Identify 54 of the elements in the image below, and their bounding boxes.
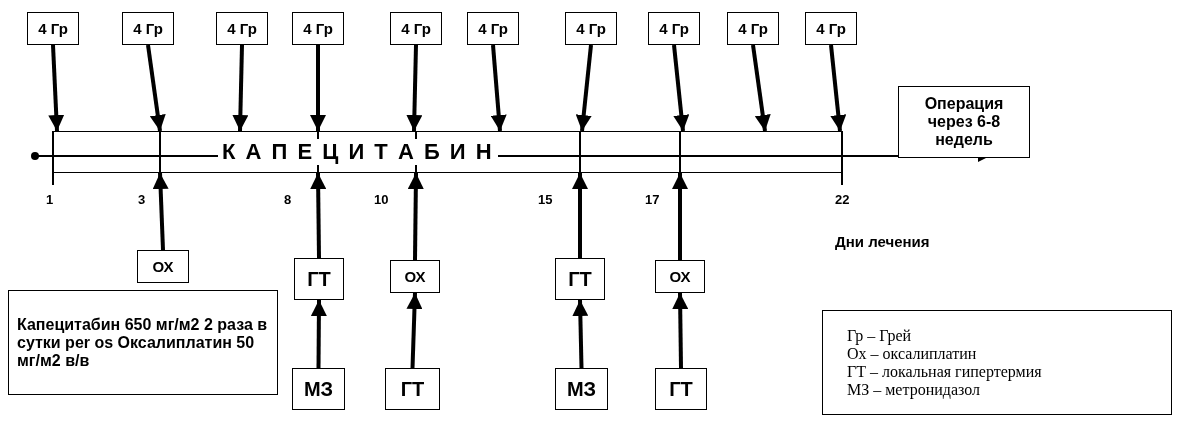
arrow xyxy=(672,173,688,260)
abbreviation-box xyxy=(822,310,1172,415)
arrow xyxy=(146,44,166,132)
drug-box: ОХ xyxy=(655,260,705,293)
drug-box: ОХ xyxy=(137,250,189,283)
arrow xyxy=(575,44,593,132)
arrow xyxy=(751,44,771,132)
arrow xyxy=(572,173,588,258)
procedure-box: ГТ xyxy=(555,258,605,300)
abbreviation-text: Гр – Грей xyxy=(847,326,912,345)
arrow xyxy=(48,44,65,132)
arrow xyxy=(232,44,249,132)
arrow xyxy=(407,172,424,261)
dose-box: 4 Гр xyxy=(122,12,174,45)
dose-box: 4 Гр xyxy=(216,12,268,45)
arrow xyxy=(310,300,327,368)
arrow xyxy=(406,44,423,132)
arrow xyxy=(572,299,589,369)
dose-box: 4 Гр xyxy=(805,12,857,45)
day-number: 1 xyxy=(46,192,54,207)
procedure-box: МЗ xyxy=(555,368,608,410)
procedure-box: ГТ xyxy=(655,368,707,410)
day-number: 3 xyxy=(138,192,146,207)
day-number: 8 xyxy=(284,192,292,207)
day-number: 22 xyxy=(835,192,850,207)
dose-box: 4 Гр xyxy=(467,12,519,45)
regimen-box: Капецитабин 650 мг/м2 2 раза в сутки per os Оксалиплатин 50 мг/м2 в/в xyxy=(8,290,278,395)
procedure-box: ГТ xyxy=(294,258,344,300)
procedure-box: МЗ xyxy=(292,368,345,410)
dose-box: 4 Гр xyxy=(27,12,79,45)
treatment-band: К А П Е Ц И Т А Б И Н xyxy=(53,131,843,173)
dose-box: 4 Гр xyxy=(292,12,344,45)
arrow xyxy=(406,292,423,369)
dose-box: 4 Гр xyxy=(390,12,442,45)
day-number: 10 xyxy=(374,192,389,207)
abbreviation-text: ГТ – локальная гипертермия xyxy=(847,362,1042,381)
arrow xyxy=(672,292,689,369)
abbreviation-text: МЗ – метронидазол xyxy=(847,380,981,399)
drug-box: ОХ xyxy=(390,260,440,293)
day-number: 15 xyxy=(538,192,553,207)
arrow xyxy=(672,44,690,132)
arrow xyxy=(152,172,169,251)
dose-box: 4 Гр xyxy=(727,12,779,45)
arrow xyxy=(310,172,327,259)
arrow xyxy=(310,45,326,131)
arrow xyxy=(490,44,507,132)
surgery-note-box: Операция через 6-8 недель xyxy=(898,86,1030,158)
dose-box: 4 Гр xyxy=(565,12,617,45)
dose-box: 4 Гр xyxy=(648,12,700,45)
abbreviation-text: Ох – оксалиплатин xyxy=(847,344,977,363)
procedure-box: ГТ xyxy=(385,368,440,410)
day-number: 17 xyxy=(645,192,660,207)
arrow xyxy=(829,44,847,132)
axis-title: Дни лечения xyxy=(835,233,930,250)
